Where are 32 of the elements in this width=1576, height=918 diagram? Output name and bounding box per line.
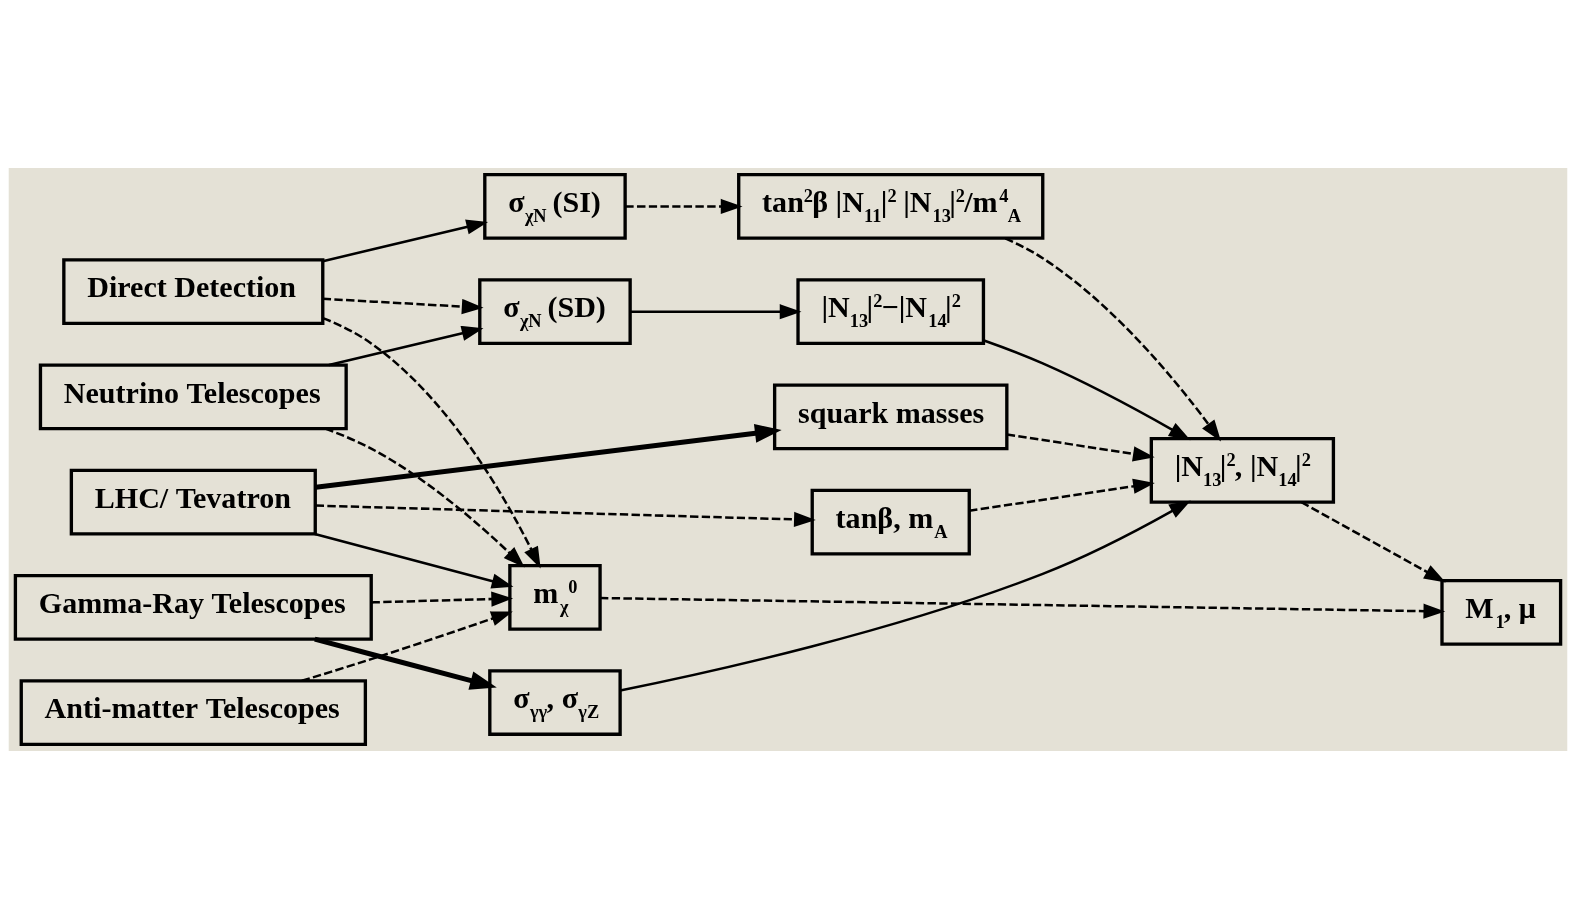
node-box: M$_{1}$, μ	[1440, 578, 1563, 646]
arrow	[322, 316, 541, 569]
arrow	[315, 503, 816, 527]
arrow	[314, 532, 514, 588]
node-box: Gamma-Ray Telescopes	[13, 573, 373, 641]
node-box: squark masses	[772, 383, 1009, 450]
node-box: Direct Detection	[62, 257, 325, 325]
arrow	[322, 297, 484, 314]
arrow	[1006, 432, 1155, 461]
arrow	[315, 423, 782, 490]
arrow	[301, 610, 513, 682]
node-box: |N$_{13}$|$^{2}$−|N$_{14}$|$^{2}$	[796, 277, 986, 345]
node-box: LHC/ Tevatron	[69, 468, 317, 535]
node-box: tanβ, m$_{A}$	[810, 488, 971, 556]
node-box: Neutrino Telescopes	[38, 362, 348, 430]
arrow	[983, 338, 1191, 440]
arrow	[1004, 236, 1222, 441]
arrow	[328, 325, 484, 366]
arrow	[630, 303, 802, 319]
arrow	[600, 596, 1446, 619]
arrow	[371, 590, 514, 607]
arrow	[625, 198, 743, 214]
node-box: Anti-matter Telescopes	[19, 678, 368, 746]
arrow	[1300, 500, 1446, 582]
arrow	[619, 499, 1191, 692]
arrow	[322, 219, 489, 262]
node-box: σ$_{χN}$ (SD)	[478, 277, 632, 345]
node-box: |N$_{13}$|$^{2}$, |N$_{14}$|$^{2}$	[1149, 436, 1336, 504]
node-box: σ$_{γγ}$, σ$_{γZ}$	[488, 668, 622, 736]
arrow	[969, 478, 1155, 512]
arrow	[324, 427, 525, 568]
node-box: σ$_{χN}$ (SI)	[483, 172, 627, 240]
